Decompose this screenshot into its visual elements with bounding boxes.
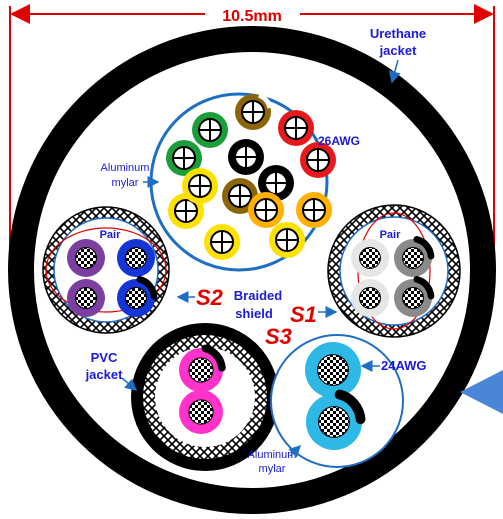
conductor-26awg — [228, 139, 264, 175]
pair-left-label: Pair — [100, 229, 122, 241]
pair-left-conductors — [67, 239, 158, 317]
pvc-jacketed-pair — [131, 323, 279, 471]
conductor-26awg — [204, 224, 240, 260]
pvc-jacket-label-line1: PVC — [91, 350, 118, 365]
dimension-label: 10.5mm — [222, 8, 282, 25]
aluminum-mylar-bottom-label-line2: mylar — [259, 463, 286, 475]
checker-core-icon — [402, 287, 424, 309]
pair-left-conductor — [117, 239, 155, 277]
pair-right-conductor — [394, 276, 435, 317]
conductor-26awg — [258, 165, 294, 201]
aluminum-mylar-label-line1: Aluminum — [101, 162, 150, 174]
s3-conductors — [179, 344, 226, 434]
checker-core-icon — [359, 287, 381, 309]
pvc-jacket-label-line2: jacket — [85, 367, 124, 382]
checker-core-icon — [402, 247, 424, 269]
awg26-arrow — [311, 133, 319, 141]
s3-label: S3 — [265, 324, 292, 349]
conductor-26awg — [235, 92, 273, 130]
arrow-icon — [460, 370, 503, 414]
checker-core-icon — [125, 247, 147, 269]
tracer-stripe — [413, 276, 435, 300]
urethane-jacket-arrow — [388, 59, 401, 84]
braided-shield-label-line2: shield — [235, 306, 273, 321]
conductor-26awg — [269, 222, 305, 258]
pair-right-conductor — [351, 279, 389, 317]
s3-conductor — [179, 390, 223, 434]
awg26-label: 26AWG — [318, 134, 360, 148]
conductor-26awg — [182, 168, 218, 204]
checker-core-icon — [188, 357, 214, 383]
checker-core-icon — [75, 287, 97, 309]
conductor-26awg — [278, 110, 314, 146]
aluminum-mylar-bottom-arrow — [288, 444, 302, 458]
s2-label: S2 — [196, 285, 224, 310]
checker-core-icon — [318, 406, 350, 438]
s3-conductor — [179, 344, 226, 392]
checker-core-icon — [188, 399, 214, 425]
conductors-26awg-group — [166, 92, 336, 260]
checker-core-icon — [359, 247, 381, 269]
conductor-26awg — [248, 192, 284, 228]
tracer-stripe — [201, 344, 226, 372]
awg24-conductor — [305, 342, 361, 398]
checker-core-icon — [125, 287, 147, 309]
pair-left-conductor — [67, 239, 105, 277]
dimension-indicator: 10.5mm — [9, 4, 495, 252]
pair-right-conductors — [351, 236, 435, 317]
pair-left-conductor — [117, 276, 158, 317]
aluminum-mylar-bottom-label-line1: Aluminum — [248, 449, 297, 461]
pair-right-label: Pair — [380, 229, 402, 241]
urethane-jacket-label-line2: jacket — [379, 43, 418, 58]
aluminum-mylar-label-line2: mylar — [112, 177, 139, 189]
awg24-label: 24AWG — [381, 358, 427, 373]
awg24-conductors — [305, 342, 366, 450]
awg24-conductor — [306, 389, 366, 450]
pvc-jacket-arrow — [121, 377, 138, 391]
tracer-stripe — [136, 276, 158, 300]
shielded-pair-left: Pair — [42, 206, 170, 334]
urethane-jacket-label-line1: Urethane — [370, 26, 426, 41]
conductor-26awg — [300, 142, 336, 178]
checker-core-icon — [317, 354, 349, 386]
pair-right-conductor — [351, 239, 389, 277]
tracer-stripe — [334, 389, 366, 425]
pair-left-conductor — [67, 279, 105, 317]
conductor-26awg — [192, 112, 228, 148]
checker-core-icon — [75, 247, 97, 269]
braided-shield-label-line1: Braided — [234, 288, 282, 303]
s1-label: S1 — [290, 302, 317, 327]
tracer-stripe — [413, 236, 435, 260]
conductor-26awg — [296, 192, 332, 228]
conductor-26awg — [166, 140, 202, 176]
conductor-26awg — [222, 178, 258, 214]
tracer-stripe — [257, 92, 273, 109]
shielded-pair-right: Pair — [327, 204, 461, 338]
pair-right-conductor — [394, 236, 435, 277]
pair-left-twist-outline — [45, 227, 167, 313]
